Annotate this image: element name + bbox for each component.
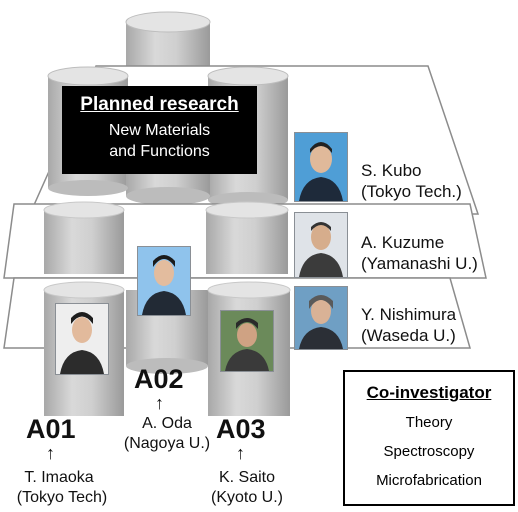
person-avatar-icon	[56, 304, 108, 374]
planned-research-title: Planned research	[80, 94, 239, 115]
planned-line-1: New Materials	[108, 122, 211, 139]
arrow-a03-icon: ↑	[236, 443, 245, 463]
co-investigator-item: Spectroscopy	[383, 443, 475, 460]
investigator-kuzume: A. Kuzume (Yamanashi U.)	[361, 232, 478, 274]
group-a03-affiliation: (Kyoto U.)	[210, 489, 283, 506]
group-code-a03: A03	[216, 414, 266, 444]
arrow-a01-icon: ↑	[46, 443, 55, 463]
investigator-affiliation: (Yamanashi U.)	[361, 254, 478, 273]
group-code-a01: A01	[26, 414, 76, 444]
group-a02-name: A. Oda	[142, 415, 192, 432]
group-a03-name: K. Saito	[218, 469, 276, 486]
co-investigator-title: Co-investigator	[366, 383, 492, 402]
group-a01-name: T. Imaoka	[24, 469, 94, 486]
photo-imaoka	[55, 303, 109, 375]
investigator-nishimura: Y. Nishimura (Waseda U.)	[361, 304, 456, 346]
planned-line-2: and Functions	[109, 143, 210, 160]
group-a01-affiliation: (Tokyo Tech)	[16, 489, 108, 506]
photo-kubo	[294, 132, 348, 202]
co-investigator-box: Co-investigator Theory Spectroscopy Micr…	[343, 370, 515, 506]
photo-nishimura	[294, 286, 348, 350]
investigator-name: Y. Nishimura	[361, 305, 457, 324]
investigator-name: A. Kuzume	[361, 233, 445, 252]
investigator-name: S. Kubo	[361, 161, 422, 180]
planned-research-subtitle: New Materials and Functions	[62, 120, 257, 162]
investigator-affiliation: (Tokyo Tech.)	[361, 182, 462, 201]
person-avatar-icon	[138, 247, 190, 315]
photo-oda	[137, 246, 191, 316]
middle-cylinders	[43, 201, 289, 274]
photo-kuzume	[294, 212, 348, 278]
person-avatar-icon	[295, 213, 347, 277]
co-investigator-item: Theory	[405, 414, 453, 431]
planned-research-box: Planned research New Materials and Funct…	[62, 86, 257, 174]
group-a02-affiliation: (Nagoya U.)	[123, 435, 211, 452]
person-avatar-icon	[295, 133, 347, 201]
investigator-kubo: S. Kubo (Tokyo Tech.)	[361, 160, 462, 202]
arrow-a02-icon: ↑	[155, 393, 164, 413]
investigator-affiliation: (Waseda U.)	[361, 326, 456, 345]
group-code-a02: A02	[134, 364, 184, 394]
person-avatar-icon	[295, 287, 347, 349]
photo-saito	[220, 310, 274, 372]
co-investigator-item: Microfabrication	[376, 472, 482, 489]
person-avatar-icon	[221, 311, 273, 371]
